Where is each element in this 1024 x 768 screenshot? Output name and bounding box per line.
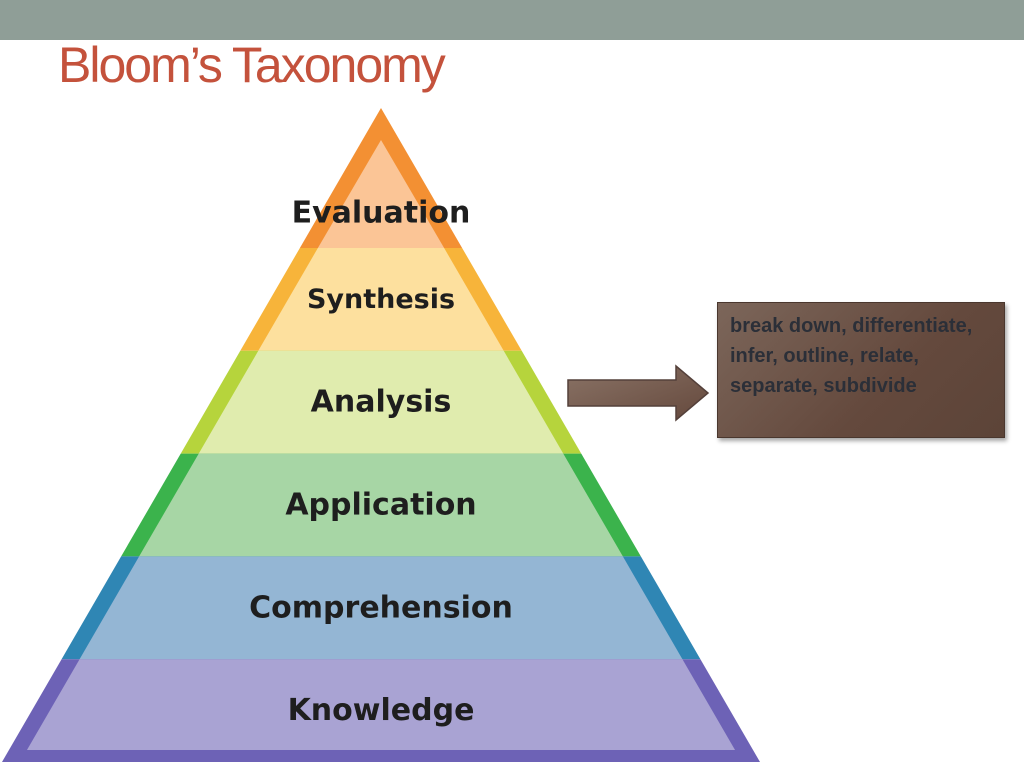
pyramid-label-analysis: Analysis [311, 385, 452, 420]
arrow-right-icon [567, 364, 710, 422]
pyramid-layer-comprehension [79, 556, 683, 660]
pyramid-layer-analysis [198, 350, 564, 454]
pyramid-label-evaluation: Evaluation [292, 196, 471, 231]
pyramid-layer-application [139, 453, 623, 557]
top-band [0, 0, 1024, 40]
pyramid-label-knowledge: Knowledge [288, 693, 475, 728]
pyramid-label-comprehension: Comprehension [249, 590, 513, 625]
slide-title: Bloom’s Taxonomy [58, 37, 446, 93]
pyramid-label-synthesis: Synthesis [307, 284, 455, 315]
pyramid-layer-knowledge [26, 659, 736, 750]
pyramid-layer-evaluation [317, 140, 445, 248]
callout-text: break down, differentiate, infer, outlin… [730, 315, 973, 397]
callout-box: break down, differentiate, infer, outlin… [717, 302, 1005, 438]
pyramid-layer-synthesis [258, 248, 504, 351]
pyramid-label-application: Application [285, 488, 476, 523]
